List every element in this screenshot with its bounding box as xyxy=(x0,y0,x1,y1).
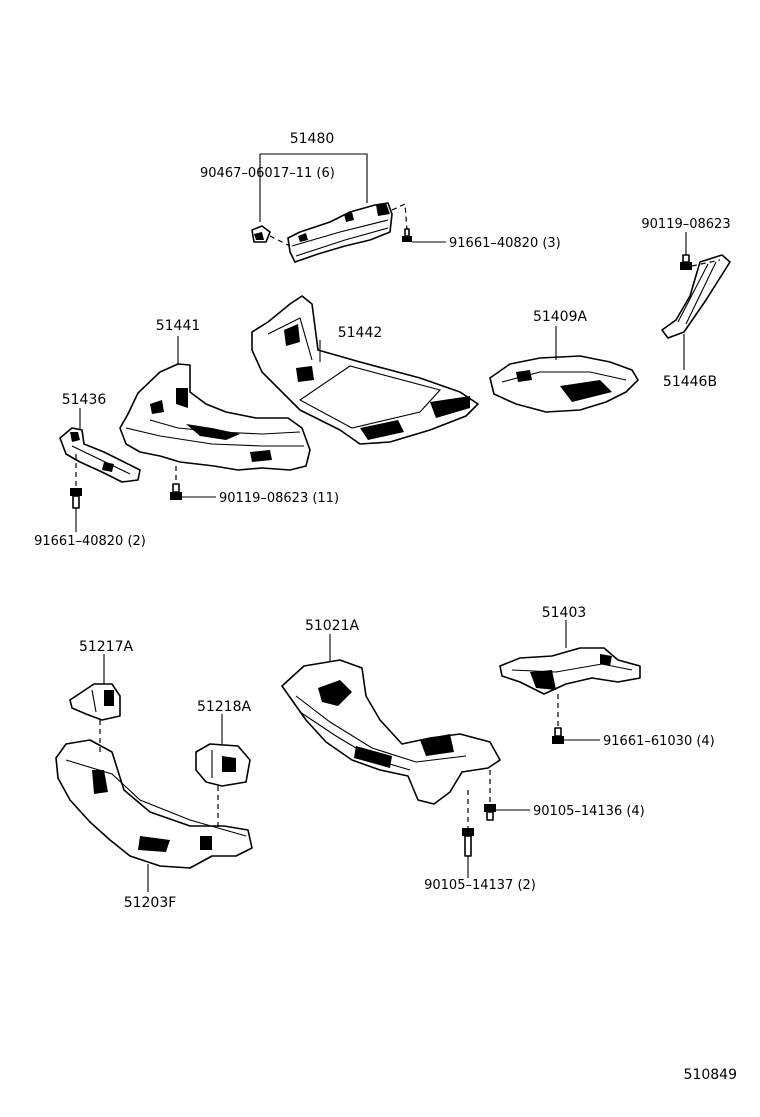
label-51409a: 51409A xyxy=(533,309,588,325)
part-51218a-bracket xyxy=(195,743,251,787)
label-51217a: 51217A xyxy=(79,639,134,655)
bolt-90105-14136-icon xyxy=(484,804,496,821)
label-51436: 51436 xyxy=(62,392,107,408)
part-51403-bracket xyxy=(499,647,641,695)
part-51021a-crossmember xyxy=(281,659,501,805)
label-91661-40820-2: 91661–40820 (2) xyxy=(34,534,146,549)
part-51446b-strap xyxy=(661,254,731,339)
part-51441-cover xyxy=(119,363,311,471)
label-51021a: 51021A xyxy=(305,618,360,634)
label-90105-14136-4: 90105–14136 (4) xyxy=(533,804,645,819)
part-51217a-bracket xyxy=(69,683,121,721)
bolt-90105-14137-icon xyxy=(462,828,474,857)
label-51480: 51480 xyxy=(290,131,335,147)
label-90119-08623-11: 90119–08623 (11) xyxy=(219,491,339,506)
part-51442-cover xyxy=(251,295,479,445)
bolt-91661-2-icon xyxy=(70,488,82,509)
bolt-90119-11-icon xyxy=(170,483,182,500)
dash-strap-bolt xyxy=(691,259,721,267)
part-51409a-cover xyxy=(489,355,639,413)
label-91661-61030-4: 91661–61030 (4) xyxy=(603,734,715,749)
dash-bolt-to-bracket xyxy=(391,203,408,231)
label-90105-14137-2: 90105–14137 (2) xyxy=(424,878,536,893)
bolt-90119-upper-icon xyxy=(680,254,692,270)
label-51441: 51441 xyxy=(156,318,201,334)
label-51203f: 51203F xyxy=(124,895,177,911)
part-51480-bracket xyxy=(287,202,393,263)
part-51203f-frame xyxy=(55,739,253,869)
label-51442: 51442 xyxy=(338,325,383,341)
dash-clip-to-bracket xyxy=(269,235,291,247)
label-91661-40820-3: 91661–40820 (3) xyxy=(449,236,561,251)
label-51218a: 51218A xyxy=(197,699,252,715)
leader-51480 xyxy=(259,153,368,222)
label-51403: 51403 xyxy=(542,605,587,621)
part-51436-plate xyxy=(59,427,141,483)
drawing-number: 510849 xyxy=(684,1067,737,1083)
bolt-91661-61030-icon xyxy=(552,727,564,744)
bolt-91661-40820-icon xyxy=(402,228,412,242)
label-51446b: 51446B xyxy=(663,374,717,390)
label-90119-08623-upper: 90119–08623 xyxy=(641,217,730,232)
clip-90467-icon xyxy=(251,225,271,243)
label-90467-06017-11: 90467–06017–11 (6) xyxy=(200,166,335,181)
